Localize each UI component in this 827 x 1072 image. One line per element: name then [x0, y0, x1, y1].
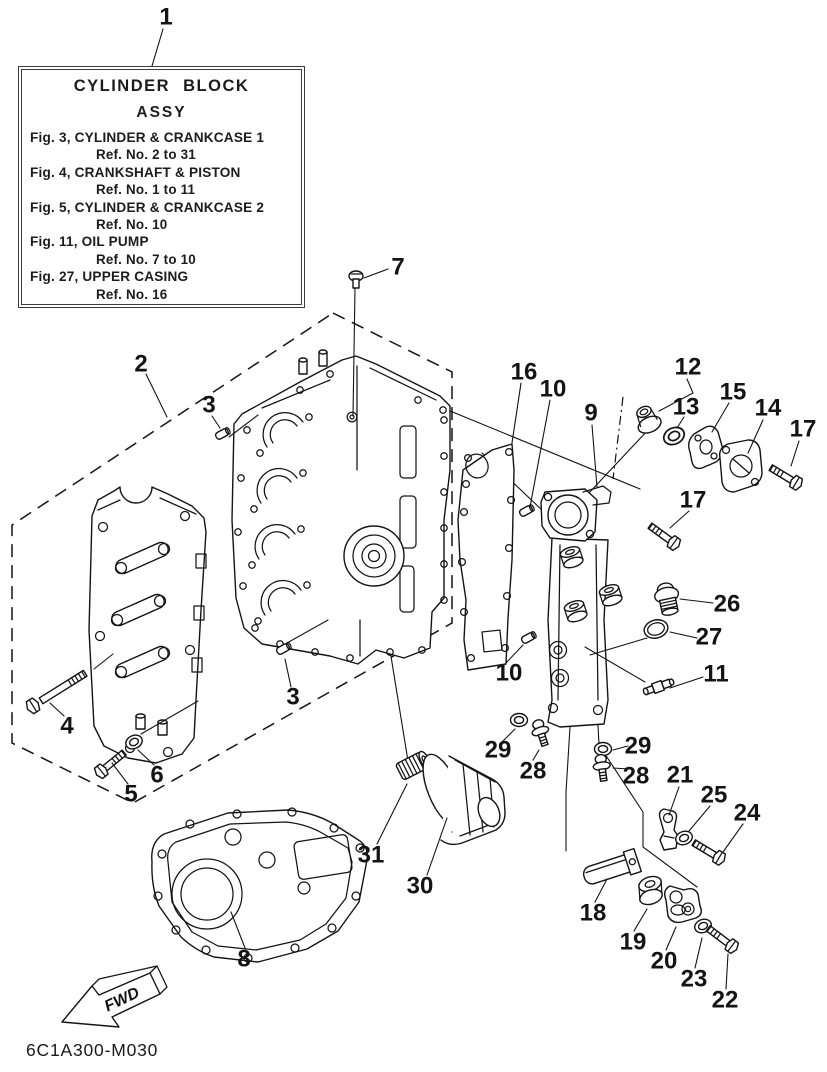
part-art-bolt-17a[interactable]: [766, 461, 806, 493]
callout-5[interactable]: 5: [124, 781, 137, 808]
drawing-code: 6C1A300-M030: [26, 1040, 159, 1060]
callout-14[interactable]: 14: [755, 395, 782, 422]
part-art-cover-14[interactable]: [718, 439, 763, 493]
callout-3a[interactable]: 3: [202, 392, 215, 419]
part-art-bolt-17b[interactable]: [645, 519, 684, 553]
thermostat-centerline: [612, 396, 624, 480]
part-art-thermostat-housing[interactable]: [540, 485, 625, 728]
callout-28a[interactable]: 28: [520, 758, 547, 785]
info-box-ref-line: Ref. No. 16: [96, 286, 168, 302]
part-art-grommet-19[interactable]: [637, 874, 664, 907]
part-art-fitting-11[interactable]: [642, 677, 675, 697]
part-art-gasket-15[interactable]: [687, 425, 724, 470]
callout-31[interactable]: 31: [358, 842, 385, 869]
callout-7[interactable]: 7: [391, 254, 404, 281]
callout-20[interactable]: 20: [651, 948, 678, 975]
callout-10b[interactable]: 10: [496, 660, 523, 687]
part-art-screw-7[interactable]: [348, 270, 364, 289]
callout-29b[interactable]: 29: [625, 733, 652, 760]
part-art-bolt-24[interactable]: [689, 836, 729, 868]
part-art-holder-20[interactable]: [663, 885, 703, 924]
info-box-inner: CYLINDER BLOCK ASSY Fig. 3, CYLINDER & C…: [21, 69, 302, 305]
callout-19[interactable]: 19: [620, 929, 647, 956]
info-box-fig-line: Fig. 4, CRANKSHAFT & PISTON: [30, 164, 241, 180]
callout-3b[interactable]: 3: [286, 684, 299, 711]
callout-13[interactable]: 13: [673, 394, 700, 421]
part-art-plug-26[interactable]: [652, 581, 682, 617]
callout-6[interactable]: 6: [150, 762, 163, 789]
part-art-anode-18[interactable]: [581, 847, 642, 889]
callout-30[interactable]: 30: [407, 873, 434, 900]
part-art-oil-filter-30[interactable]: [415, 749, 506, 846]
part-art-oring-29a[interactable]: [509, 712, 529, 728]
info-box-ref-line: Ref. No. 10: [96, 217, 168, 233]
callout-2[interactable]: 2: [134, 351, 147, 378]
callout-17b[interactable]: 17: [680, 487, 707, 514]
leader-lines: [49, 28, 800, 990]
info-box-fig-line: Fig. 3, CYLINDER & CRANKCASE 1: [30, 130, 265, 145]
info-box-ref-line: Ref. No. 2 to 31: [96, 147, 196, 163]
part-art-oring-29b[interactable]: [593, 741, 613, 757]
callout-27[interactable]: 27: [696, 624, 723, 651]
callout-17a[interactable]: 17: [790, 416, 817, 443]
callout-22[interactable]: 22: [712, 987, 739, 1014]
callout-8[interactable]: 8: [237, 946, 250, 973]
info-box-title: CYLINDER BLOCK: [73, 77, 250, 95]
callout-24[interactable]: 24: [734, 800, 761, 827]
callout-11[interactable]: 11: [703, 661, 728, 688]
callout-29a[interactable]: 29: [485, 737, 512, 764]
callout-12[interactable]: 12: [675, 354, 702, 381]
part-art-dowel-pin-10b[interactable]: [519, 630, 538, 645]
assembly-dashed-outline: [11, 312, 453, 804]
callout-16[interactable]: 16: [511, 359, 538, 386]
fwd-arrow-icon: FWD: [61, 965, 168, 1028]
part-art-dowel-pin-10a[interactable]: [517, 503, 536, 518]
part-art-washer-13[interactable]: [660, 423, 688, 449]
callout-15[interactable]: 15: [720, 379, 747, 406]
info-box-ref-line: Ref. No. 1 to 11: [96, 182, 196, 198]
part-art-cap-12[interactable]: [631, 402, 664, 436]
info-box-subtitle: ASSY: [136, 104, 187, 121]
info-box-fig-line: Fig. 27, UPPER CASING: [30, 269, 189, 285]
info-box-fig-line: Fig. 11, OIL PUMP: [30, 234, 149, 250]
callout-25[interactable]: 25: [701, 782, 728, 809]
callout-28b[interactable]: 28: [623, 763, 650, 790]
part-art-bolt-5[interactable]: [91, 746, 129, 781]
callout-9[interactable]: 9: [584, 400, 597, 427]
info-box-ref-line: Ref. No. 7 to 10: [96, 251, 196, 267]
callout-26[interactable]: 26: [714, 591, 741, 618]
part-art-crankcase[interactable]: [88, 486, 207, 764]
callout-4[interactable]: 4: [60, 713, 74, 740]
callout-23[interactable]: 23: [681, 966, 708, 993]
callout-10a[interactable]: 10: [540, 376, 567, 403]
part-art-bolt-22[interactable]: [703, 922, 742, 956]
part-art-cylinder-block[interactable]: [231, 349, 451, 665]
part-art-oring-27[interactable]: [642, 617, 670, 641]
callout-21[interactable]: 21: [667, 762, 694, 789]
callout-18[interactable]: 18: [580, 900, 607, 927]
part-art-bolt-28b[interactable]: [591, 752, 613, 783]
info-box: CYLINDER BLOCK ASSY Fig. 3, CYLINDER & C…: [18, 66, 305, 308]
part-art-bolt-4[interactable]: [24, 667, 89, 715]
part-art-gasket-8[interactable]: [151, 807, 369, 963]
callouts: 1 2 3 3 4 5 6 7 8 9 10 10 11 12 13 14 15…: [60, 4, 816, 1014]
part-art-dowel-pin-3a[interactable]: [213, 426, 232, 441]
info-box-fig-line: Fig. 5, CYLINDER & CRANKCASE 2: [30, 199, 265, 215]
part-art-gasket-16[interactable]: [457, 443, 516, 671]
callout-1[interactable]: 1: [159, 4, 172, 31]
